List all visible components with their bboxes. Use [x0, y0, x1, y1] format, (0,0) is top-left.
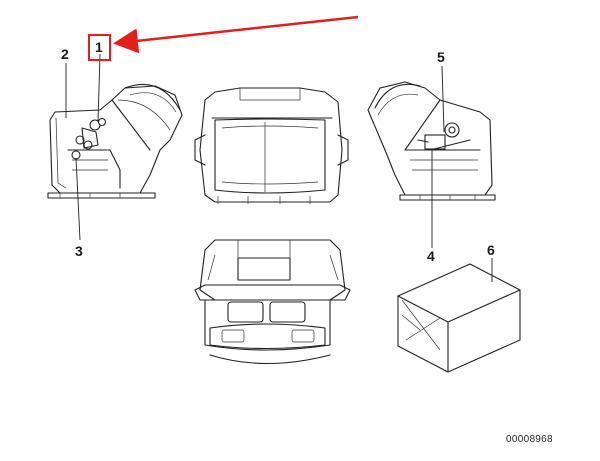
- blower-housing-front-view: [194, 87, 349, 204]
- resistor-assembly-part: [71, 117, 107, 160]
- callout-5: 5: [437, 49, 445, 65]
- cabin-filter-part: [397, 263, 521, 373]
- blower-housing-right-view: [367, 81, 496, 201]
- blower-motor-part: [417, 122, 471, 151]
- callout-4: 4: [427, 248, 435, 264]
- blower-housing-left-view: [47, 84, 183, 199]
- callout-1: 1: [95, 39, 103, 55]
- blower-housing-bottom-view: [194, 239, 351, 365]
- leader-line-3: [75, 157, 81, 241]
- callout-3: 3: [75, 243, 83, 259]
- leader-line-1: [97, 53, 101, 123]
- document-number: 00008968: [506, 434, 553, 445]
- annotation-arrow: [113, 15, 359, 54]
- callout-1-highlight-box: [88, 34, 111, 61]
- callout-2: 2: [61, 46, 69, 62]
- callout-6: 6: [487, 242, 495, 258]
- leader-line-5: [441, 65, 445, 133]
